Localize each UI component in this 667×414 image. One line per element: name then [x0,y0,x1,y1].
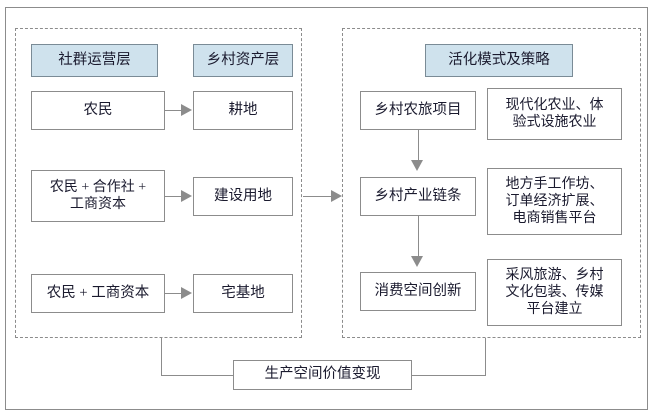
right-row-3-mode-box: 消费空间创新 [360,272,476,311]
right-row-2-mode-box: 乡村产业链条 [360,177,476,216]
right-arrow-1-shaft [418,130,419,165]
left-row-3-asset-box: 宅基地 [193,274,293,313]
left-row-3-arrow-icon [181,287,192,299]
right-arrow-1-icon [411,160,423,171]
left-row-3-connector-line [165,293,184,294]
right-row-2-strategy-box: 地方手工作坊、 订单经济扩展、 电商销售平台 [487,168,622,235]
left-row-2-arrow-icon [181,190,192,202]
footer-right-connector-line [411,375,486,376]
left-row-3-source-box: 农民 + 工商资本 [31,274,165,313]
left-row-2-asset-box: 建设用地 [193,177,293,216]
footer-left-connector-line [161,375,234,376]
left-row-1-source-box: 农民 [31,91,165,130]
outer-frame [5,7,648,410]
left-row-2-source-box: 农民 + 合作社 + 工商资本 [31,170,165,222]
right-panel-header-activation-mode: 活化模式及策略 [425,44,573,77]
footer-left-riser-line [161,338,162,375]
inter-panel-connector-line [303,196,334,197]
right-row-3-strategy-box: 采风旅游、乡村 文化包装、传媒 平台建立 [487,259,622,326]
left-row-1-arrow-icon [181,104,192,116]
left-panel-community-assets [15,28,302,338]
left-row-1-asset-box: 耕地 [193,91,293,130]
left-panel-header-community-operation: 社群运营层 [31,44,158,77]
right-panel-activation-strategy [342,28,641,338]
right-arrow-2-icon [411,256,423,267]
left-panel-header-rural-assets: 乡村资产层 [193,44,293,77]
left-row-2-connector-line [165,196,184,197]
right-row-1-mode-box: 乡村农旅项目 [360,91,476,130]
left-row-1-connector-line [165,110,184,111]
footer-value-realization-box: 生产空间价值变现 [233,360,412,390]
inter-panel-arrow-icon [331,190,342,202]
right-row-1-strategy-box: 现代化农业、体 验式设施农业 [487,88,622,140]
footer-right-riser-line [485,338,486,375]
right-arrow-2-shaft [418,216,419,261]
